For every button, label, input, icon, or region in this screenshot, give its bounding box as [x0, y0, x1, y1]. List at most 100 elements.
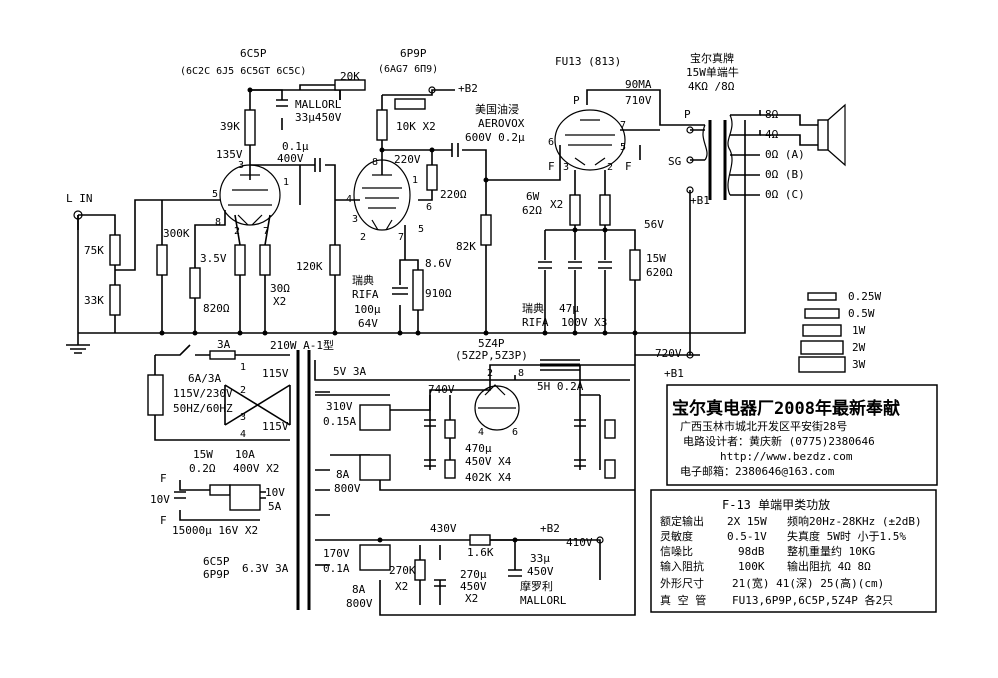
out-pin2: 2 [607, 162, 613, 173]
pw-fil-10v5a: 10V [265, 486, 285, 499]
s2-pin1: 1 [412, 175, 418, 186]
v2-name: 6P9P [400, 47, 427, 60]
pw-b2v: 430V [430, 522, 457, 535]
s2-cath-r: 910Ω [425, 287, 452, 300]
pw-mallorl: MALLORL [520, 594, 567, 607]
spec-r1-x: 失真度 5W时 小于1.5% [787, 529, 906, 543]
opt-p: P [684, 108, 691, 121]
spec-r3-k: 输入阻抗 [660, 559, 704, 573]
tube-6c5p [219, 164, 281, 226]
opt-tapc: 0Ω (C) [765, 188, 805, 201]
pw-r16k: 1.6K [467, 546, 494, 559]
s2-cath-v: 8.6V [425, 257, 452, 270]
pw-fil-10v: 10V [150, 493, 170, 506]
s1-pin1: 1 [283, 177, 289, 188]
legend-025w: 0.25W [848, 290, 881, 303]
rect-equivalents: (5Z2P,5Z3P) [455, 349, 528, 362]
s1-plate-v: 135V [216, 148, 243, 161]
out-r15w: 15W [646, 252, 666, 265]
s1-pin7: 7 [263, 226, 269, 237]
opt-tapb: 0Ω (B) [765, 168, 805, 181]
opt-imp: 4KΩ /8Ω [688, 80, 735, 93]
v1-equivalents: (6C2C 6J5 6C5GT 6C5C) [180, 66, 306, 77]
out-pin-f1: F [548, 160, 555, 173]
pw-d800: 800V [334, 482, 361, 495]
pw-c270v: 450V [460, 580, 487, 593]
s2-cap-brand: 瑞典 [352, 273, 374, 287]
out-pin-f2: F [625, 160, 632, 173]
legend-2w: 2W [852, 341, 866, 354]
s2-pin5: 5 [418, 224, 424, 235]
out-cap-brand: 瑞典 [522, 301, 544, 315]
spec-r5-v: FU13,6P9P,6C5P,5Z4P 各2只 [732, 593, 893, 607]
components [73, 79, 846, 610]
interstage-value: 600V 0.2μ [465, 131, 525, 144]
pw-h-tubes1: 6C5P [203, 555, 230, 568]
s1-pin2: 2 [234, 226, 240, 237]
spec-r4-v: 21(宽) 41(深) 25(高)(cm) [732, 576, 884, 590]
input-r3: 300K [163, 227, 190, 240]
s2-r220: 220Ω [440, 188, 467, 201]
interstage-brand2: AEROVOX [478, 117, 525, 130]
pw-c470: 470μ [465, 442, 492, 455]
s1-x2: X2 [273, 295, 286, 308]
pw-fuse: 3A [217, 338, 231, 351]
s2-pin8: 8 [372, 157, 378, 168]
out-cap-brand2: RIFA [522, 316, 549, 329]
pw-b2out: +B2 [540, 522, 560, 535]
pw-fil-f1: F [160, 472, 167, 485]
pw-fil-400: 400V X2 [233, 462, 279, 475]
pw-b2out-v: 410V [566, 536, 593, 549]
pw-motorola: 摩罗利 [520, 579, 553, 593]
opt-brand: 宝尔真牌 [690, 51, 734, 65]
pw-pin2: 2 [240, 385, 246, 396]
v3-name: FU13 (813) [555, 55, 621, 68]
pw-d8a: 8A [336, 468, 350, 481]
tube-fu13 [554, 109, 626, 171]
out-x2: X2 [550, 198, 563, 211]
s2-cap-val: 100μ [354, 303, 381, 316]
s2-pin6: 6 [426, 202, 432, 213]
s2-pin7: 7 [398, 232, 404, 243]
pw-b720: 720V [655, 347, 682, 360]
v2-equivalents: (6AG7 6П9) [378, 64, 438, 75]
out-cap-val: 47μ [559, 302, 579, 315]
s1-pin5: 5 [212, 189, 218, 200]
out-r620: 620Ω [646, 266, 673, 279]
pw-pin3: 3 [240, 412, 246, 423]
pw-c33: 33μ [530, 552, 550, 565]
pw-h-tubes2: 6P9P [203, 568, 230, 581]
out-pin6: 6 [548, 137, 554, 148]
s1-cath-r: 820Ω [203, 302, 230, 315]
pw-mains1: 6A/3A [188, 372, 221, 385]
input-r1: 75K [84, 244, 104, 257]
pw-x2a: X2 [395, 580, 408, 593]
pw-d800b: 800V [346, 597, 373, 610]
out-cap-v: 100V X3 [561, 316, 607, 329]
interstage-brand: 美国油浸 [475, 102, 519, 116]
pw-sec01: 0.1A [323, 562, 350, 575]
out-v56: 56V [644, 218, 664, 231]
s1-coupling-cap: 0.1μ [282, 140, 309, 153]
input-r2: 33K [84, 294, 104, 307]
spec-r3-x: 输出阻抗 4Ω 8Ω [787, 559, 871, 573]
company-designer: 电路设计者：黄庆新 (0775)2380646 [683, 434, 875, 448]
out-pin5: 5 [620, 142, 626, 153]
pw-c450: 450V X4 [465, 455, 512, 468]
tube-5z4p [474, 384, 520, 431]
opt-sg: SG [668, 155, 681, 168]
opt-tapa: 0Ω (A) [765, 148, 805, 161]
pw-pin1: 1 [240, 362, 246, 373]
pw-h-volt: 6.3V 3A [242, 562, 289, 575]
spec-r2-v: 98dB [738, 545, 765, 558]
spec-r2-k: 信噪比 [660, 545, 693, 558]
spec-r0-k: 额定输出 [660, 514, 704, 528]
legend-05w: 0.5W [848, 307, 875, 320]
pw-c33v: 450V [527, 565, 554, 578]
pw-r270: 270K [389, 564, 416, 577]
spec-box [650, 489, 937, 613]
spec-r5-k: 真 空 管 [660, 593, 706, 607]
company-box [666, 384, 938, 486]
pw-b740: 740V [428, 383, 455, 396]
company-title: 宝尔真电器厂2008年最新奉献 [672, 398, 900, 419]
